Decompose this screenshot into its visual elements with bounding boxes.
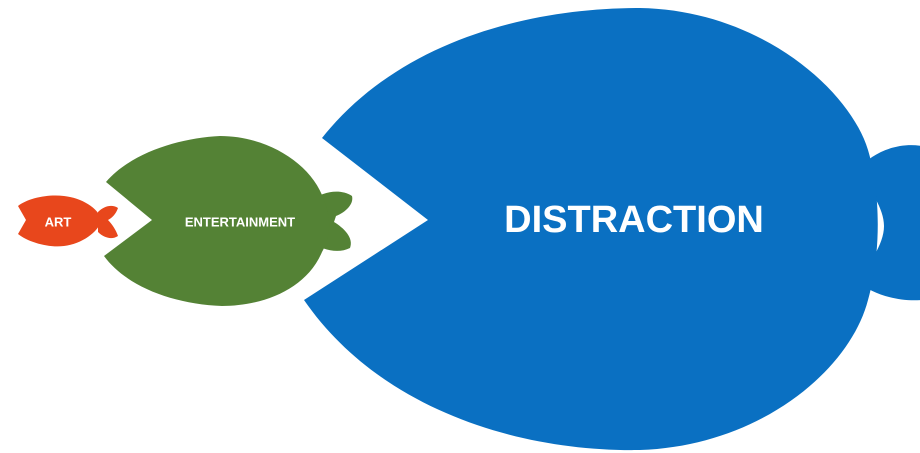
distraction-fish: DISTRACTION [304, 8, 920, 451]
art-fish-tail [98, 205, 118, 239]
entertainment-fish-body [104, 136, 330, 306]
entertainment-label: ENTERTAINMENT [185, 214, 295, 229]
art-fish-body [18, 195, 102, 247]
entertainment-fish: ENTERTAINMENT [104, 136, 353, 306]
art-label: ART [45, 214, 72, 229]
distraction-label: DISTRACTION [504, 199, 764, 241]
distraction-fish-body [304, 8, 878, 451]
art-fish: ART [18, 195, 118, 247]
